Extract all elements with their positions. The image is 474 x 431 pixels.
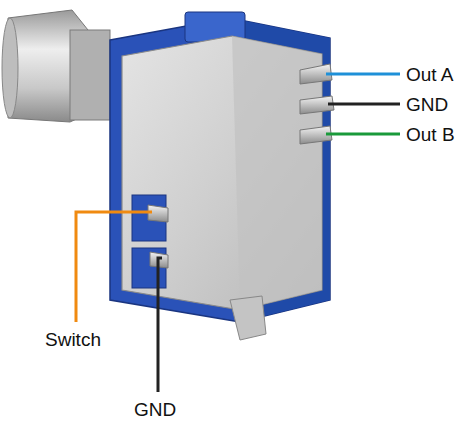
pin-label: GND — [134, 400, 176, 419]
leader-line — [326, 73, 400, 76]
pin-label: Switch — [45, 330, 101, 349]
leader-line — [326, 133, 400, 136]
pin-label: Out A — [406, 65, 454, 84]
leader-line — [76, 212, 152, 322]
shaft — [2, 10, 110, 122]
leader-line — [328, 103, 400, 106]
pin-label: Out B — [406, 125, 455, 144]
encoder-body — [110, 12, 330, 340]
leader-line — [158, 258, 162, 392]
pin-label: GND — [406, 95, 448, 114]
